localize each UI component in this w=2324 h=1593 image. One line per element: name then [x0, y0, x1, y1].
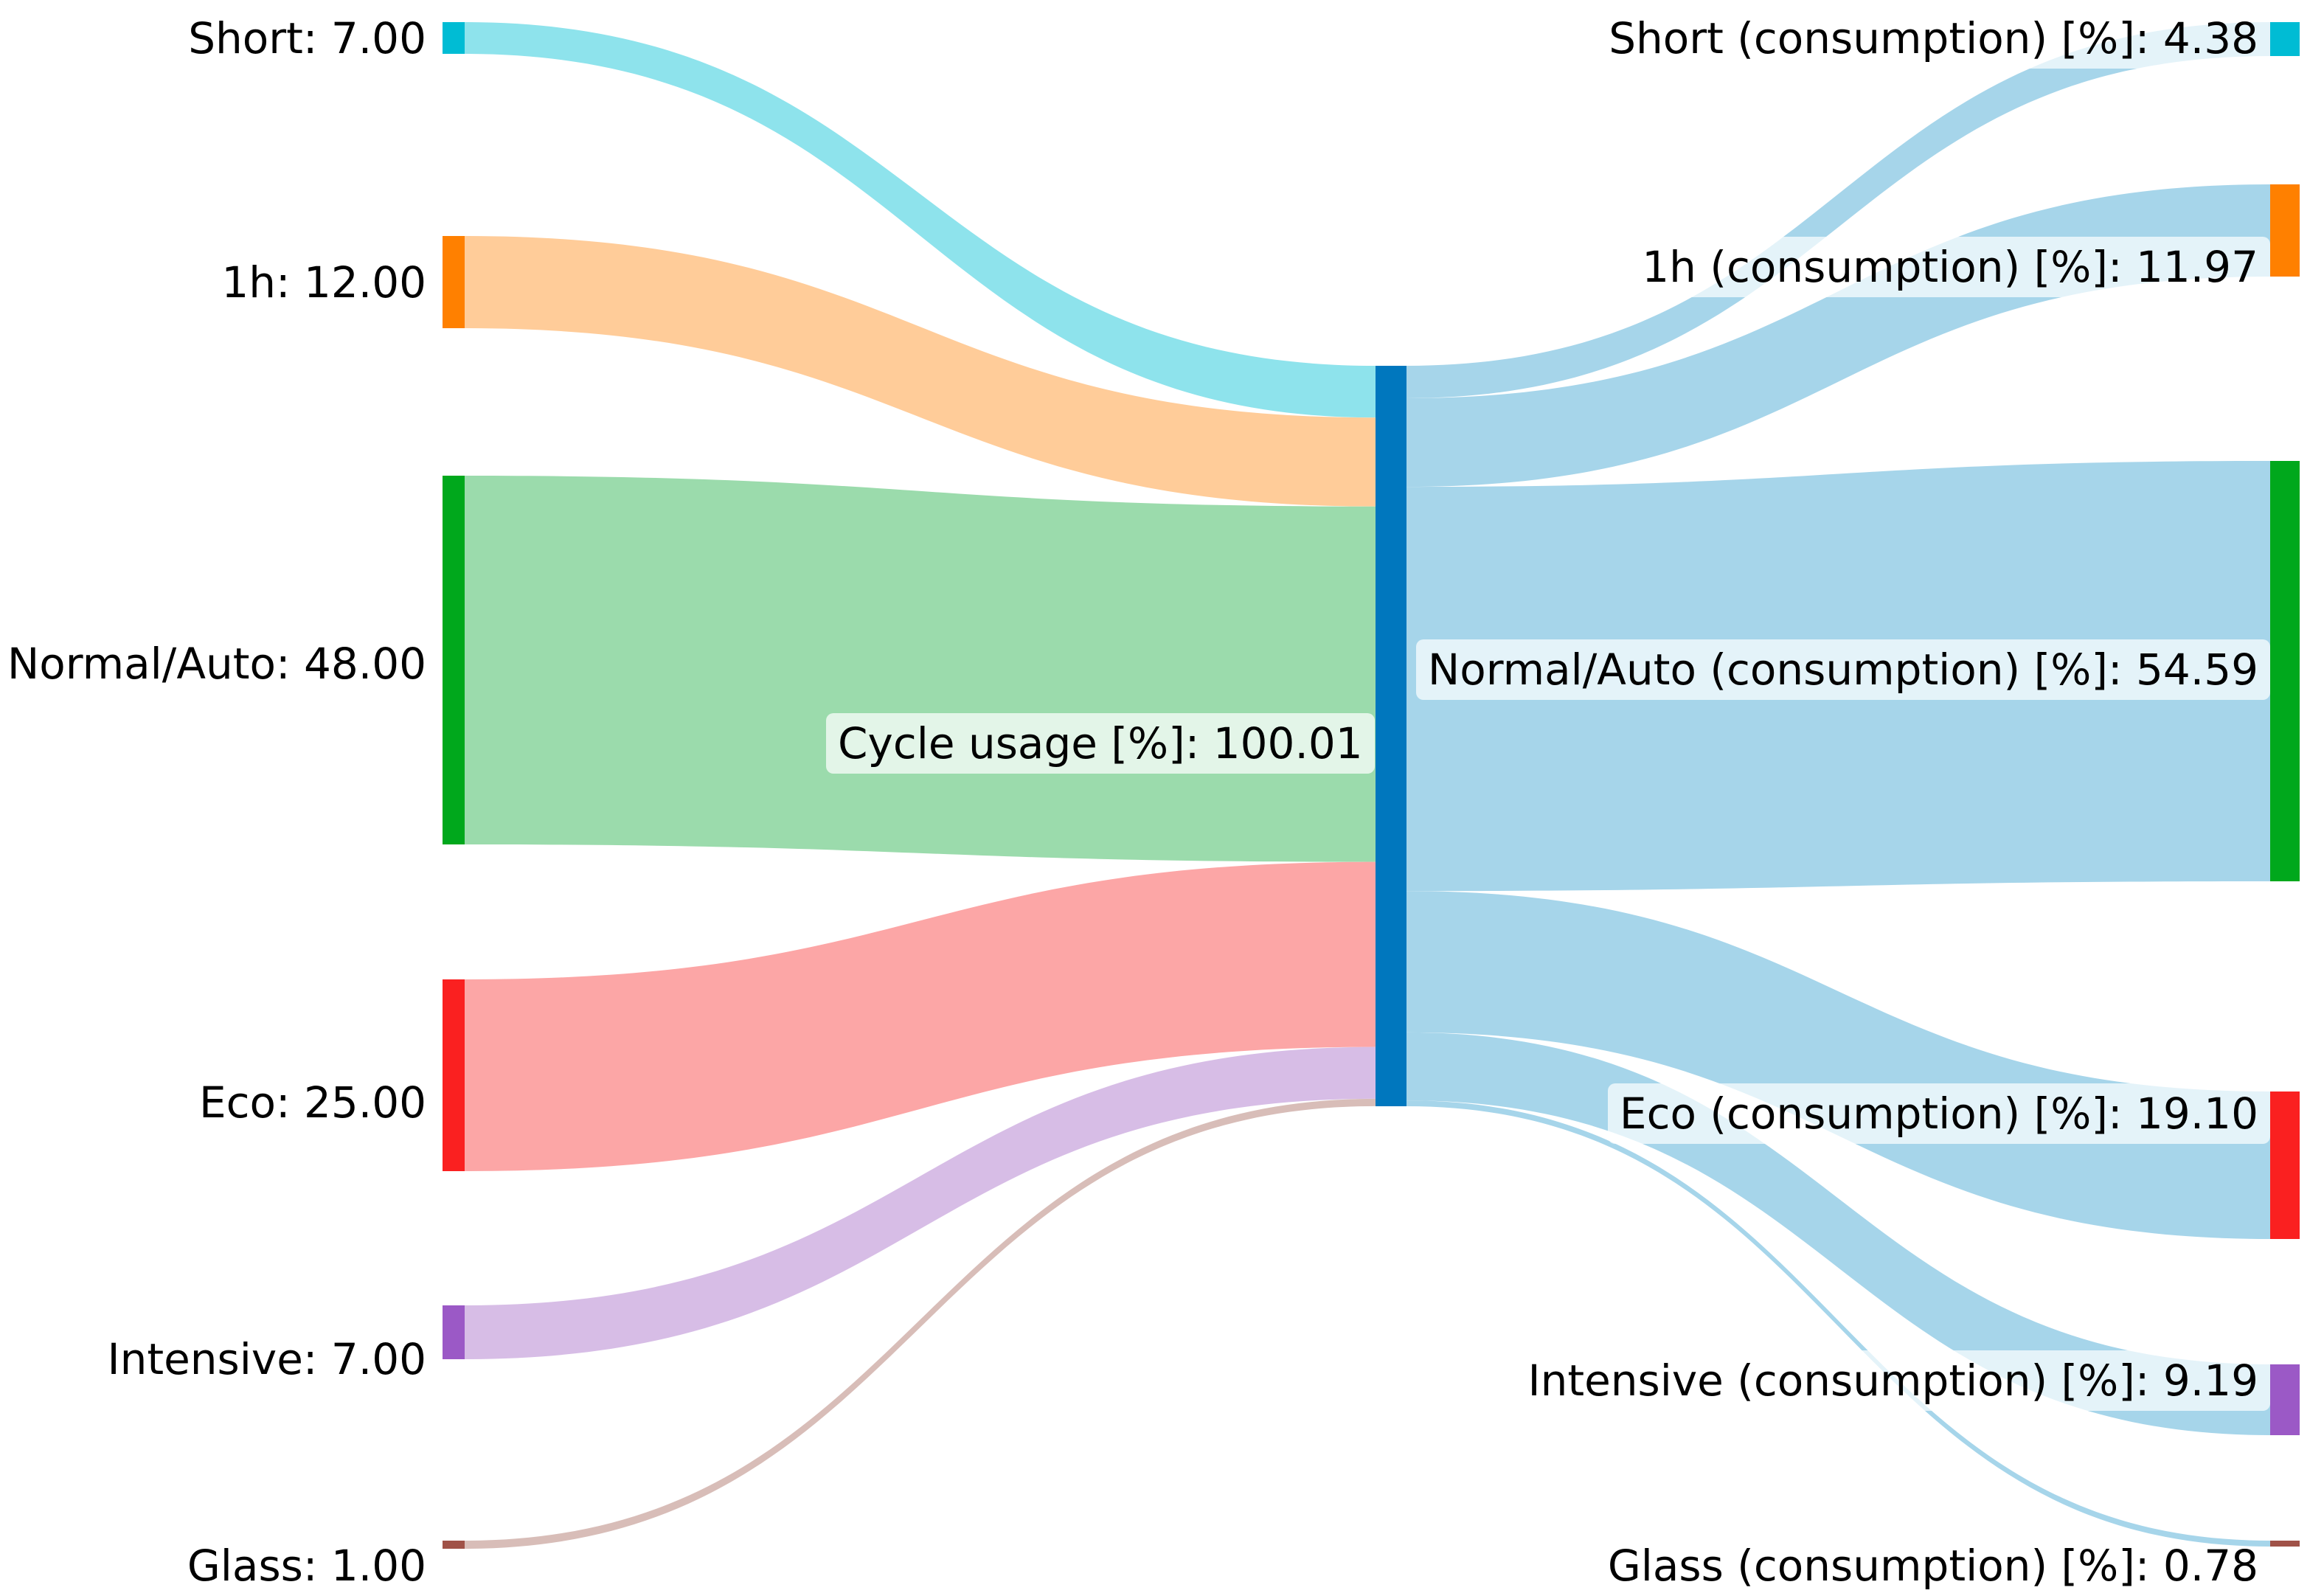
sankey-node-eco_dst[interactable]	[2270, 1092, 2300, 1239]
sankey-node-normal_dst[interactable]	[2270, 461, 2300, 881]
sankey-link-eco_src-to-cycle_usage[interactable]	[465, 861, 1376, 1171]
sankey-node-cycle_usage[interactable]	[1376, 366, 1406, 1106]
node-label-intensive_dst: Intensive (consumption) [%]: 9.19	[1516, 1350, 2270, 1411]
node-label-glass_dst: Glass (consumption) [%]: 0.78	[1607, 1541, 2258, 1591]
sankey-node-intensive_src[interactable]	[443, 1305, 465, 1359]
node-label-normal_src: Normal/Auto: 48.00	[7, 639, 426, 689]
node-label-h1_src: 1h: 12.00	[221, 257, 426, 308]
sankey-node-short_dst[interactable]	[2270, 22, 2300, 56]
sankey-node-glass_src[interactable]	[443, 1541, 465, 1549]
sankey-link-cycle_usage-to-eco_dst[interactable]	[1406, 891, 2270, 1239]
sankey-link-normal_src-to-cycle_usage[interactable]	[465, 476, 1376, 862]
sankey-node-short_src[interactable]	[443, 22, 465, 54]
node-label-h1_dst: 1h (consumption) [%]: 11.97	[1630, 237, 2270, 297]
sankey-node-eco_src[interactable]	[443, 979, 465, 1171]
sankey-node-intensive_dst[interactable]	[2270, 1364, 2300, 1435]
sankey-link-cycle_usage-to-h1_dst[interactable]	[1406, 184, 2270, 487]
nodes-layer	[443, 22, 2300, 1549]
node-label-eco_src: Eco: 25.00	[198, 1077, 426, 1128]
node-label-eco_dst: Eco (consumption) [%]: 19.10	[1607, 1083, 2270, 1144]
sankey-node-h1_dst[interactable]	[2270, 184, 2300, 277]
sankey-link-short_src-to-cycle_usage[interactable]	[465, 22, 1376, 418]
sankey-node-glass_dst[interactable]	[2270, 1541, 2300, 1547]
sankey-link-h1_src-to-cycle_usage[interactable]	[465, 236, 1376, 507]
node-label-short_src: Short: 7.00	[188, 13, 426, 63]
node-label-short_dst: Short (consumption) [%]: 4.38	[1597, 8, 2270, 69]
link-label-cycle_usage: Cycle usage [%]: 100.01	[826, 713, 1375, 774]
sankey-node-h1_src[interactable]	[443, 236, 465, 328]
sankey-node-normal_src[interactable]	[443, 476, 465, 844]
node-label-intensive_src: Intensive: 7.00	[107, 1334, 426, 1384]
sankey-link-cycle_usage-to-short_dst[interactable]	[1406, 22, 2270, 398]
node-label-normal_dst: Normal/Auto (consumption) [%]: 54.59	[1415, 639, 2270, 700]
node-label-glass_src: Glass: 1.00	[187, 1541, 426, 1591]
sankey-link-intensive_src-to-cycle_usage[interactable]	[465, 1047, 1376, 1359]
sankey-link-glass_src-to-cycle_usage[interactable]	[465, 1098, 1376, 1549]
sankey-link-cycle_usage-to-glass_dst[interactable]	[1406, 1100, 2270, 1547]
